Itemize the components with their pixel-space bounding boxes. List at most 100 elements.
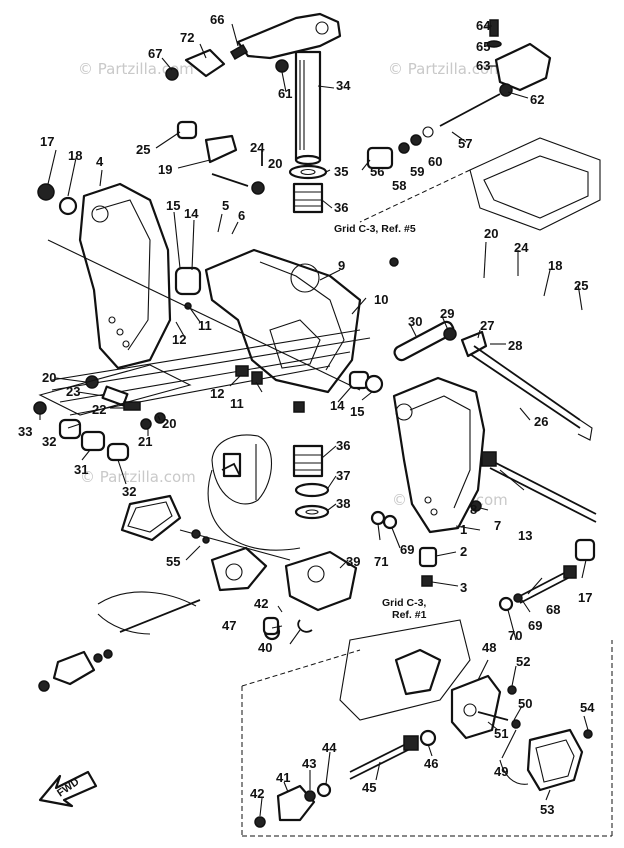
- callout: 20: [42, 370, 56, 385]
- callout: 36: [336, 438, 350, 453]
- callout: 53: [540, 802, 554, 817]
- callout: 67: [148, 46, 162, 61]
- callout: 66: [210, 12, 224, 27]
- callout: 26: [534, 414, 548, 429]
- callout: 68: [546, 602, 560, 617]
- callout: 45: [362, 780, 376, 795]
- callout: 32: [122, 484, 136, 499]
- callout: 20: [484, 226, 498, 241]
- callout: 44: [322, 740, 337, 755]
- callout: 5: [222, 198, 229, 213]
- callout: 15: [166, 198, 180, 213]
- callout: 13: [518, 528, 532, 543]
- callout: 43: [302, 756, 316, 771]
- callout: 60: [428, 154, 442, 169]
- callout: 54: [580, 700, 595, 715]
- callout: 27: [480, 318, 494, 333]
- callout: 30: [408, 314, 422, 329]
- callout: 19: [158, 162, 172, 177]
- callout: 3: [460, 580, 467, 595]
- watermark: © Partzilla.com: [388, 60, 504, 78]
- callout: 18: [548, 258, 562, 273]
- callout: 25: [574, 278, 588, 293]
- callout: 35: [334, 164, 348, 179]
- grid-ref-note: Ref. #1: [392, 609, 427, 621]
- callout: 62: [530, 92, 544, 107]
- callout: 71: [374, 554, 388, 569]
- callout: 15: [350, 404, 364, 419]
- callout: 41: [276, 770, 290, 785]
- callout: 12: [210, 386, 224, 401]
- callout: 58: [392, 178, 406, 193]
- bushing-36-bottom: [292, 444, 324, 478]
- callout: 24: [250, 140, 265, 155]
- callout: 50: [518, 696, 532, 711]
- callout: 49: [494, 764, 508, 779]
- callout: 47: [222, 618, 236, 633]
- callout: 21: [138, 434, 152, 449]
- callout: 64: [476, 18, 491, 33]
- callout: 32: [42, 434, 56, 449]
- line-art: [33, 12, 613, 837]
- callout: 34: [336, 78, 351, 93]
- callout: 56: [370, 164, 384, 179]
- callout: 69: [528, 618, 542, 633]
- callout: 38: [336, 496, 350, 511]
- callout: 37: [336, 468, 350, 483]
- callout: 61: [278, 86, 292, 101]
- callout: 29: [440, 306, 454, 321]
- watermark: © Partzilla.com: [80, 468, 196, 486]
- callout: 10: [374, 292, 388, 307]
- callout: 14: [330, 398, 345, 413]
- callout: 59: [410, 164, 424, 179]
- callout: 63: [476, 58, 490, 73]
- callout: 20: [162, 416, 176, 431]
- callout: 4: [96, 154, 104, 169]
- callout: 9: [338, 258, 345, 273]
- callout: 31: [74, 462, 88, 477]
- callout-labels: 66 72 67 61 34 35 36 64 65 63 62 57 60 5…: [18, 12, 595, 817]
- grid-ref-note: Grid C-3,: [382, 597, 426, 609]
- callout: 65: [476, 39, 490, 54]
- callout: 46: [424, 756, 438, 771]
- grid-ref-note: Grid C-3, Ref. #5: [334, 223, 416, 235]
- callout: 20: [268, 156, 282, 171]
- callout: 17: [40, 134, 54, 149]
- callout: 40: [258, 640, 272, 655]
- forward-arrow-icon: [38, 770, 98, 808]
- callout: 11: [230, 396, 244, 411]
- clamp-bracket-right: [392, 376, 486, 534]
- leader-lines: [39, 23, 589, 817]
- callout: 22: [92, 402, 106, 417]
- callout: 55: [166, 554, 180, 569]
- callout: 7: [494, 518, 501, 533]
- callout: 14: [184, 206, 199, 221]
- callout: 72: [180, 30, 194, 45]
- callout: 39: [346, 554, 360, 569]
- callout: 42: [250, 786, 264, 801]
- callout: 25: [136, 142, 150, 157]
- callout: 11: [198, 318, 212, 333]
- steering-arm: [236, 12, 342, 60]
- callout: 2: [460, 544, 467, 559]
- watermark: © Partzilla.com: [78, 60, 194, 78]
- callout: 23: [66, 384, 80, 399]
- callout: 48: [482, 640, 496, 655]
- callout: 33: [18, 424, 32, 439]
- callout: 36: [334, 200, 348, 215]
- callout: 1: [460, 522, 467, 537]
- bushing-36-top: [292, 182, 324, 214]
- callout: 57: [458, 136, 472, 151]
- callout: 6: [238, 208, 245, 223]
- callout: 18: [68, 148, 82, 163]
- callout: 17: [578, 590, 592, 605]
- callout: 69: [400, 542, 414, 557]
- clamp-bracket-left: [78, 182, 172, 370]
- callout: 70: [508, 628, 522, 643]
- callout: 12: [172, 332, 186, 347]
- washer-35: [288, 164, 328, 180]
- callout: 52: [516, 654, 530, 669]
- callout: 51: [494, 726, 508, 741]
- callout: 8: [470, 502, 477, 517]
